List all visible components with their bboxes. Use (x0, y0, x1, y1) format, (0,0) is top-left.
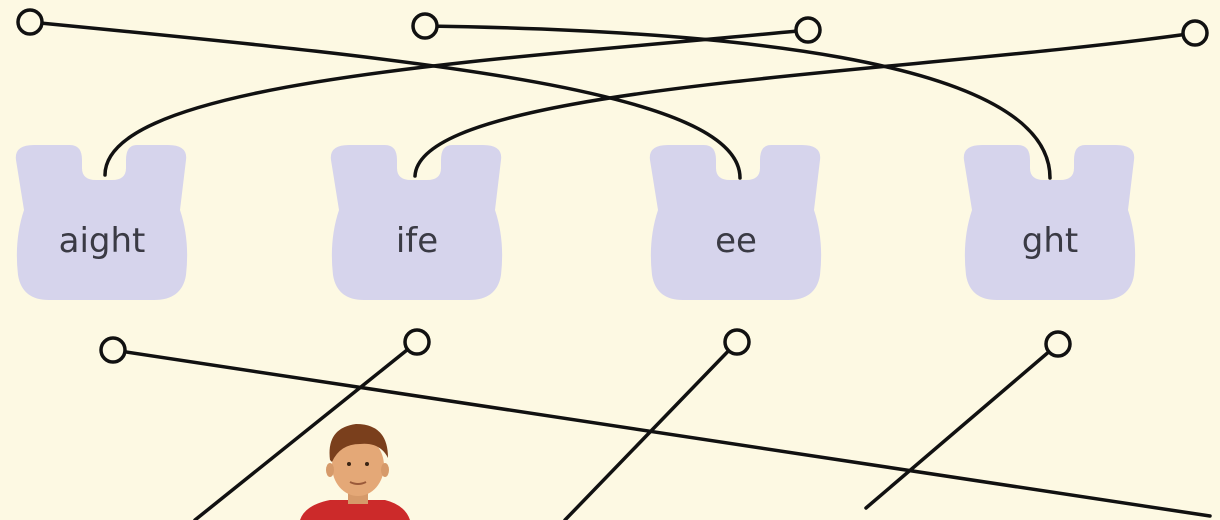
tag-4[interactable]: ght (963, 145, 1136, 300)
connector-endpoint-icon[interactable] (1044, 330, 1072, 358)
boy-figure-image (300, 424, 410, 520)
line-top-right-to-ife[interactable] (413, 31, 1197, 178)
endpoints (16, 8, 1209, 364)
tag-label: aight (59, 221, 146, 261)
tag-1[interactable]: aight (15, 145, 188, 300)
connector-endpoint-icon[interactable] (1181, 19, 1209, 47)
tag-label: ife (396, 221, 438, 261)
tag-label: ee (715, 221, 757, 261)
tag-2[interactable]: ife (330, 145, 503, 300)
line-bottom-4[interactable] (864, 342, 1060, 510)
connector-endpoint-icon[interactable] (411, 12, 439, 40)
tag-label: ght (1022, 221, 1078, 261)
connector-endpoint-icon[interactable] (723, 328, 751, 356)
line-top-mid2-to-aight[interactable] (103, 28, 810, 177)
tag-3[interactable]: ee (649, 145, 822, 300)
top-connectors (28, 20, 1197, 180)
line-bottom-1[interactable] (111, 348, 1212, 518)
line-top-mid1-to-ght[interactable] (423, 24, 1052, 180)
connector-endpoint-icon[interactable] (403, 328, 431, 356)
bottom-connectors (111, 340, 1212, 520)
connector-endpoint-icon[interactable] (794, 16, 822, 44)
line-bottom-2[interactable] (193, 340, 419, 520)
connector-endpoint-icon[interactable] (16, 8, 44, 36)
line-top-left-to-ee[interactable] (28, 20, 742, 180)
connector-endpoint-icon[interactable] (99, 336, 127, 364)
line-bottom-3[interactable] (563, 340, 739, 520)
tag-group: aight ife ee ght (15, 145, 1136, 300)
